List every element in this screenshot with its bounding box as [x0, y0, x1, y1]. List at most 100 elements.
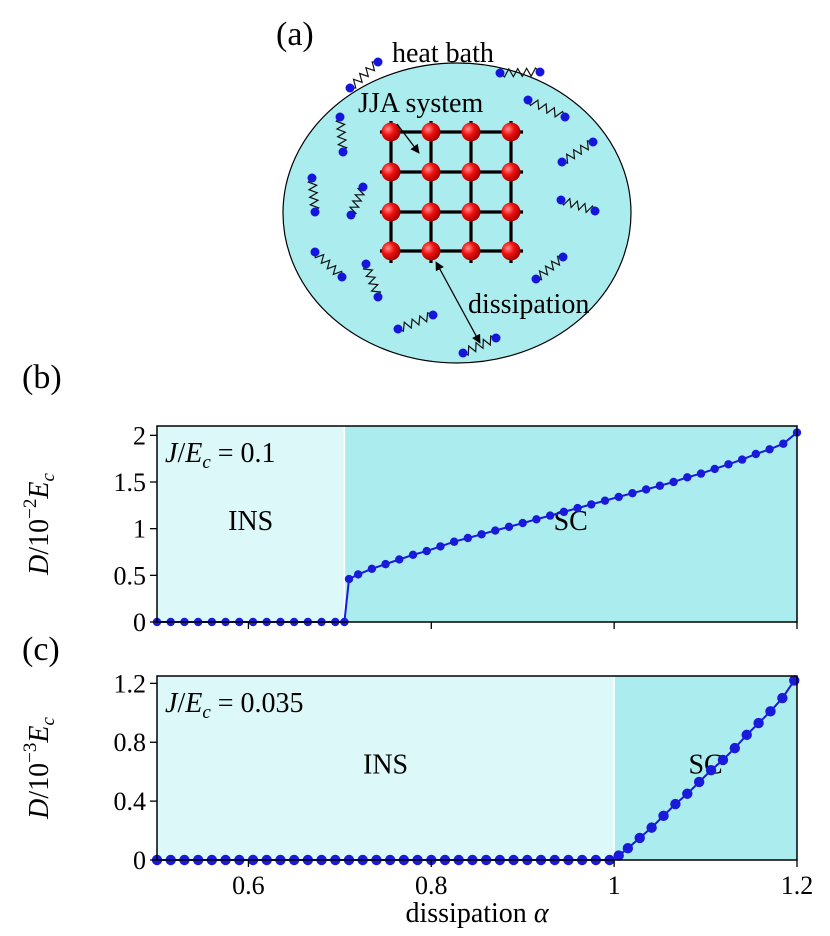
y-tick-label: 1.2 [114, 669, 147, 698]
data-point [381, 559, 390, 569]
y-tick-label: 1 [133, 515, 146, 544]
bath-particle [358, 182, 368, 192]
bath-spring [527, 98, 566, 119]
bath-particle [345, 83, 355, 93]
bath-particle [560, 112, 570, 122]
plot-frame [156, 675, 798, 861]
bath-particle [590, 206, 600, 216]
y-tick-label: 0 [133, 846, 146, 875]
bath-spring [560, 197, 596, 214]
bath-spring [561, 140, 594, 164]
data-point [710, 464, 719, 474]
data-point [669, 477, 678, 487]
data-point [353, 570, 363, 579]
data-point [705, 765, 717, 776]
junction-node [381, 241, 401, 261]
data-point [634, 832, 645, 844]
bath-particle [491, 333, 501, 343]
y-tick-label: 0 [133, 608, 146, 637]
bath-particle [310, 207, 320, 217]
data-point [622, 843, 634, 854]
y-tick-label: 0.8 [114, 728, 147, 757]
y-axis-label: D/10−3Ec [20, 717, 59, 820]
bath-spring [397, 311, 434, 333]
parameter-annotation: J/Ec = 0.035 [165, 688, 304, 723]
junction-node [501, 122, 521, 142]
bath-particle [535, 67, 545, 77]
data-point [729, 742, 741, 754]
jja-system-arrow [396, 123, 420, 154]
y-tick-label: 0.5 [114, 561, 147, 590]
x-tick-label: 0.6 [232, 871, 265, 900]
bath-particle [495, 68, 505, 78]
data-point [641, 485, 651, 494]
bath-particle [557, 157, 567, 167]
x-tick-label: 0.8 [415, 871, 448, 900]
x-tick-label: 1 [608, 871, 621, 900]
data-point [518, 518, 527, 528]
junction-node [501, 241, 521, 261]
junction-node [381, 202, 401, 222]
junction-node [421, 122, 441, 142]
bath-particle [558, 252, 568, 262]
data-point [408, 550, 418, 559]
bath-particle [458, 348, 468, 358]
dissipation-arrow [435, 261, 481, 344]
junction-node [421, 162, 441, 182]
data-point [724, 460, 733, 469]
plot-frame [156, 425, 798, 623]
data-point [504, 522, 514, 531]
junction-node [501, 202, 521, 222]
bath-spring [335, 116, 348, 153]
data-point [670, 798, 681, 810]
data-point [613, 850, 624, 861]
junction-node [461, 202, 481, 222]
bath-particle [337, 272, 347, 282]
bath-spring [350, 61, 378, 89]
data-point [741, 729, 752, 741]
data-point [614, 492, 623, 502]
region-label-ins: INS [228, 506, 273, 537]
data-point [777, 692, 788, 704]
bath-particles [307, 57, 600, 358]
dissipation-label: dissipation [468, 289, 589, 320]
junction-node [461, 122, 481, 142]
region-sc [614, 676, 797, 860]
x-tick-label: 1.2 [781, 871, 814, 900]
data-point [477, 530, 486, 539]
bath-particle [531, 274, 541, 284]
data-point [753, 717, 764, 729]
panel-a-label: (a) [276, 16, 314, 53]
bath-spring [535, 255, 564, 281]
bath-spring [348, 186, 366, 216]
bath-particle [523, 95, 533, 105]
junction-node [461, 241, 481, 261]
panel-c-label: (c) [22, 631, 60, 668]
data-point [658, 810, 669, 822]
region-ins [157, 676, 615, 860]
bath-particle [338, 147, 348, 157]
junction-node [381, 162, 401, 182]
data-point [737, 455, 747, 464]
data-point [628, 489, 637, 498]
y-tick-label: 1.5 [114, 468, 147, 497]
data-point [683, 473, 692, 482]
jja-system-label: JJA system [358, 88, 483, 119]
bath-particle [335, 112, 345, 122]
bath-particle [428, 310, 438, 320]
data-point [696, 469, 706, 478]
junction-node [421, 241, 441, 261]
y-tick-label: 0.4 [114, 787, 147, 816]
data-point [545, 511, 555, 520]
data-point [436, 542, 445, 551]
y-axis-label: D/10−2Ec [20, 473, 59, 576]
bath-particle [361, 259, 371, 269]
data-point [765, 706, 776, 717]
bath-particle [346, 210, 356, 220]
data-point [587, 500, 596, 509]
bath-spring [362, 263, 382, 298]
data-point [344, 574, 354, 584]
data-point [395, 555, 404, 564]
bath-particle [556, 195, 566, 205]
